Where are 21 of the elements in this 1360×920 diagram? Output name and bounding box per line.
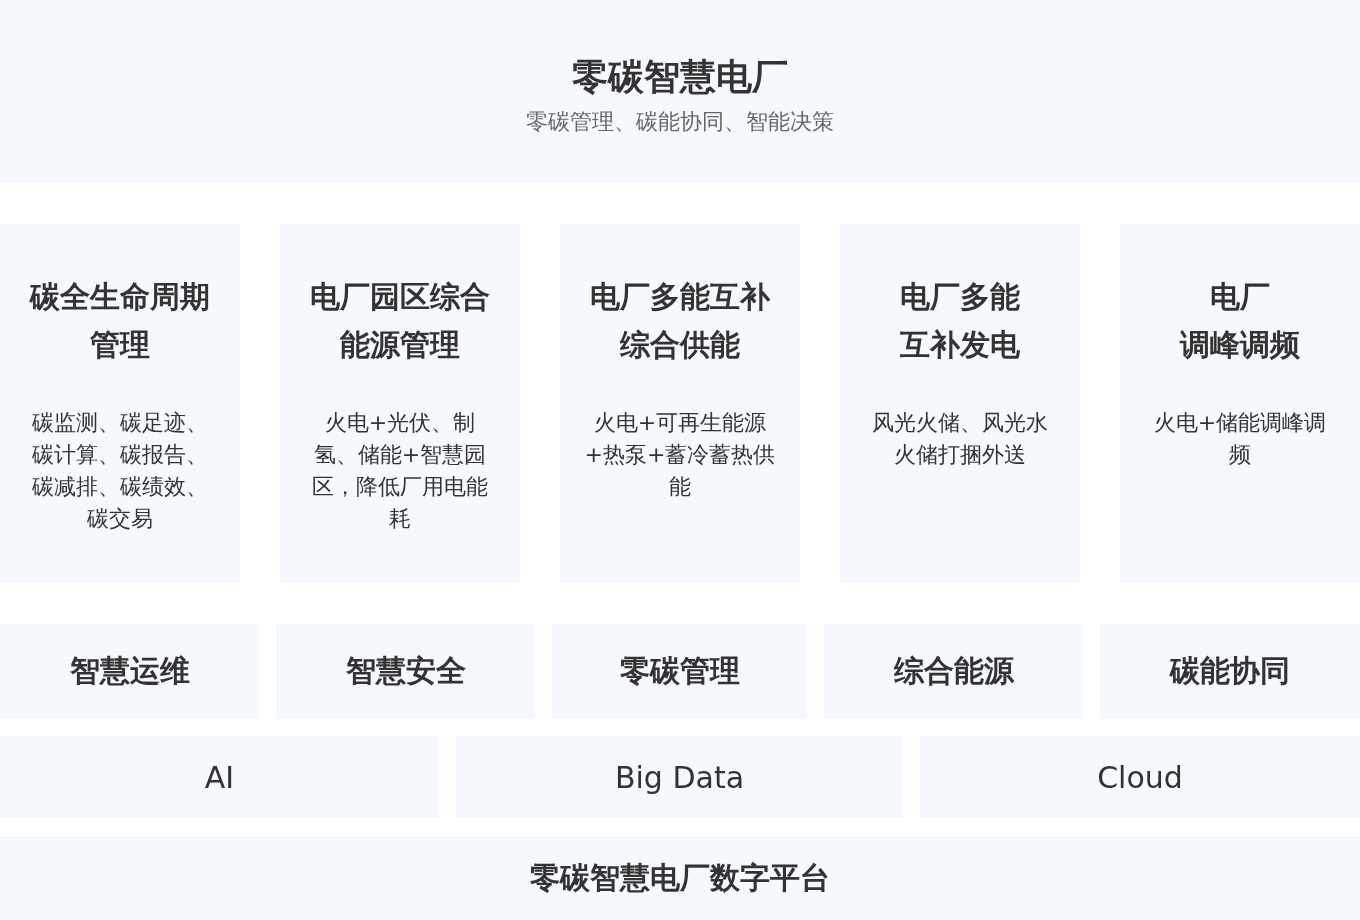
- card-heading: 电厂园区综合能源管理: [310, 278, 490, 364]
- card-description: 碳监测、碳足迹、碳计算、碳报告、碳减排、碳绩效、碳交易: [31, 409, 209, 533]
- subtitle: 零碳管理、碳能协同、智能决策: [526, 107, 834, 136]
- card-heading: 碳全生命周期管理: [30, 278, 210, 364]
- capability-label: 综合能源: [893, 652, 1014, 690]
- card-heading: 电厂调峰调频: [1180, 278, 1300, 364]
- card-description: 火电+可再生能源+热泵+蓄冷蓄热供能: [584, 409, 776, 501]
- card-heading: 电厂多能互补发电: [900, 278, 1020, 364]
- capability-label: 零碳管理: [619, 652, 740, 690]
- technology-label: AI: [204, 760, 235, 795]
- card-description: 火电+储能调峰调频: [1152, 409, 1328, 469]
- card-description: 火电+光伏、制氢、储能+智慧园区，降低厂用电能耗: [311, 409, 489, 533]
- page-title: 零碳智慧电厂: [572, 54, 788, 99]
- card-description: 风光火储、风光水火储打捆外送: [871, 409, 1049, 469]
- technology-label: Big Data: [614, 760, 745, 795]
- technology-label: Cloud: [1097, 760, 1183, 795]
- capability-label: 智慧运维: [69, 652, 190, 690]
- platform-label: 零碳智慧电厂数字平台: [530, 858, 830, 897]
- card-heading: 电厂多能互补综合供能: [590, 278, 770, 364]
- capability-label: 碳能协同: [1170, 652, 1290, 690]
- capability-label: 智慧安全: [345, 652, 466, 690]
